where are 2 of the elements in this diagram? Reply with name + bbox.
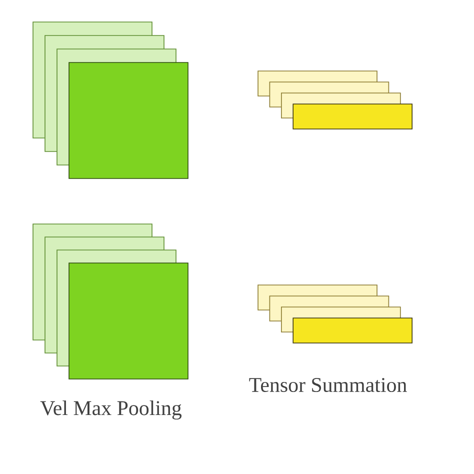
caption-text: Tensor Summation bbox=[249, 378, 407, 392]
caption-text: Vel Max Pooling bbox=[40, 400, 182, 420]
